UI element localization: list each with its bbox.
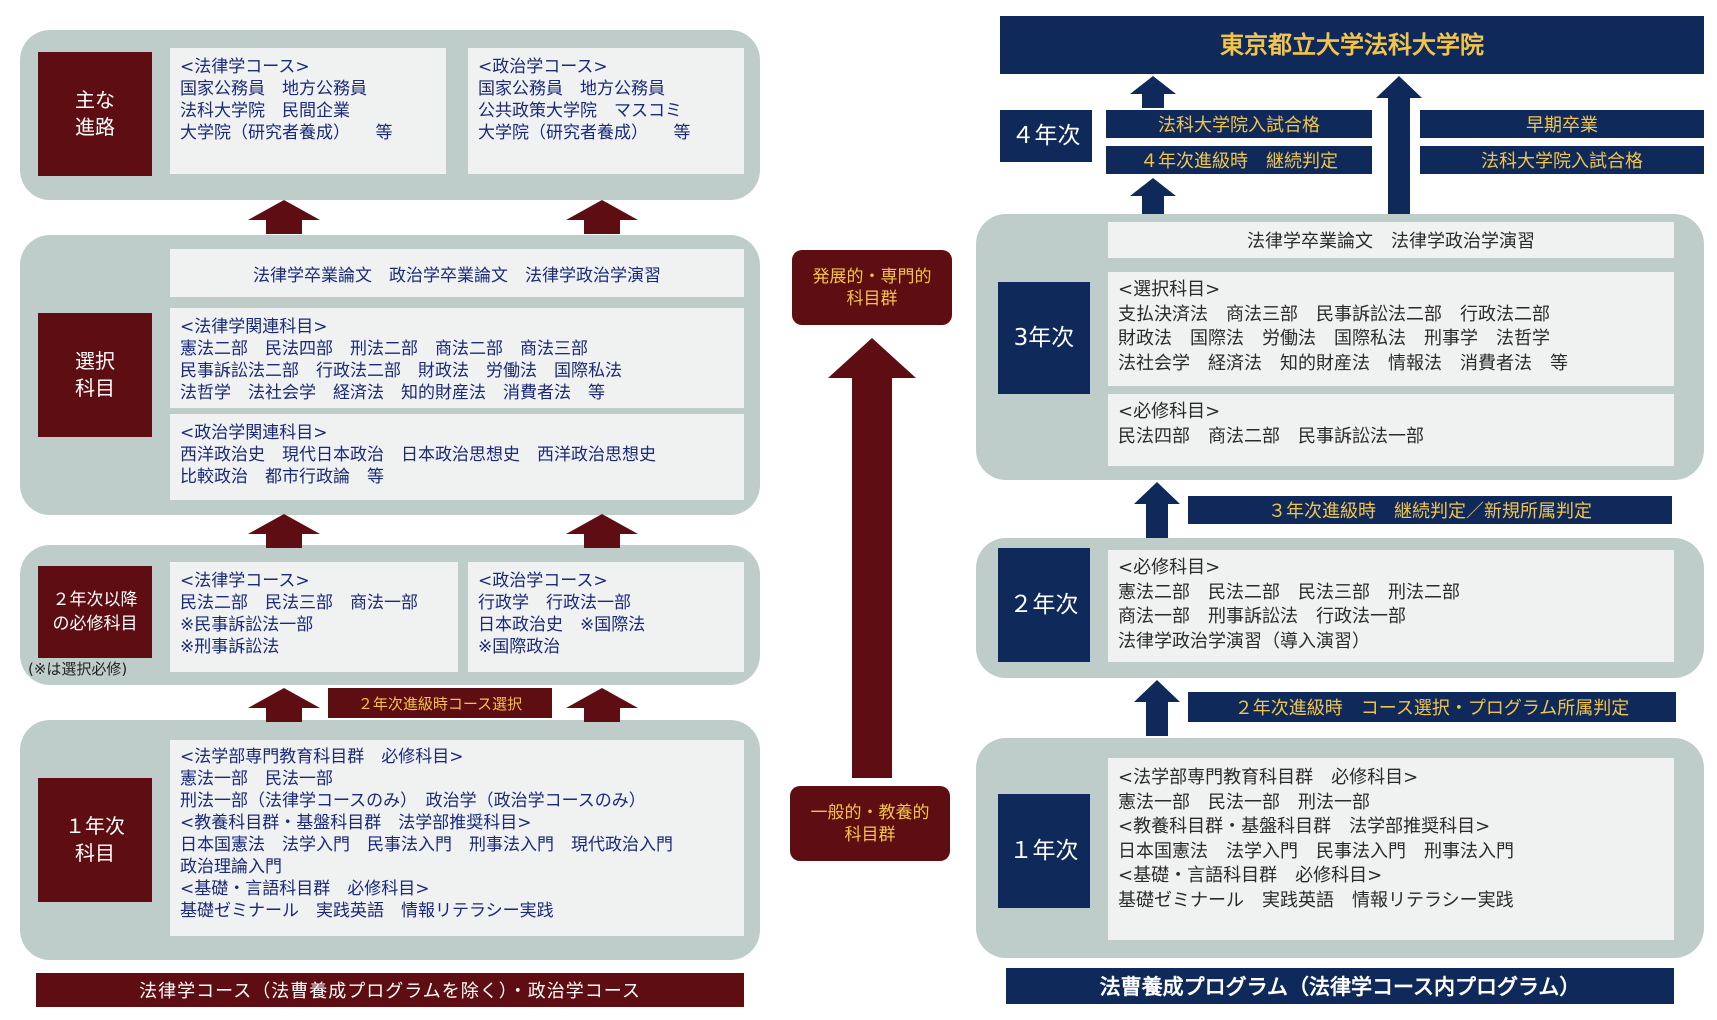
- year2-promotion-banner: ２年次進級時 コース選択・プログラム所属判定: [1188, 692, 1676, 722]
- year3-elective-subjects: <選択科目> 支払決済法 商法三部 民事訴訟法二部 行政法二部 財政法 国際法 …: [1108, 272, 1674, 386]
- year2-required-subjects: <必修科目> 憲法二部 民法二部 民法三部 刑法二部 商法一部 刑事訴訟法 行政…: [1108, 550, 1674, 662]
- year4-label: ４年次: [1000, 110, 1092, 162]
- arrow-up-icon: [1130, 76, 1176, 108]
- large-arrow-up-icon: [828, 338, 916, 778]
- year2-politics-course: <政治学コース> 行政学 行政法一部 日本政治史 ※国際法 ※国際政治: [468, 562, 744, 672]
- arrow-up-icon: [248, 514, 320, 548]
- arrow-up-icon: [1134, 680, 1180, 736]
- law-related-subjects: <法律学関連科目> 憲法二部 民法四部 刑法二部 商法二部 商法三部 民事訴訟法…: [170, 308, 744, 408]
- advanced-subjects-label: 発展的・専門的 科目群: [792, 250, 952, 325]
- year3-required-subjects: <必修科目> 民法四部 商法二部 民事訴訟法一部: [1108, 394, 1674, 466]
- arrow-up-icon: [248, 200, 320, 234]
- arrow-up-icon: [566, 514, 638, 548]
- left-footer: 法律学コース（法曹養成プログラムを除く）・政治学コース: [36, 973, 744, 1007]
- year2-left-label: ２年次以降 の必修科目: [38, 566, 152, 658]
- right-footer: 法曹養成プログラム（法律学コース内プログラム）: [1006, 968, 1674, 1004]
- arrow-up-icon: [248, 688, 320, 722]
- arrow-up-icon: [1130, 178, 1176, 214]
- year2-left-note: (※は選択必修): [28, 660, 128, 678]
- arrow-up-icon: [566, 200, 638, 234]
- year3-thesis-seminar: 法律学卒業論文 法律学政治学演習: [1108, 222, 1674, 258]
- arrow-up-icon: [1376, 76, 1422, 214]
- year1-right-subjects: <法学部専門教育科目群 必修科目> 憲法一部 民法一部 刑法一部 <教養科目群・…: [1108, 758, 1674, 940]
- year1-left-subjects: <法学部専門教育科目群 必修科目> 憲法一部 民法一部 刑法一部（法律学コースの…: [170, 740, 744, 936]
- general-subjects-label: 一般的・教養的 科目群: [790, 786, 950, 861]
- careers-law-course: <法律学コース> 国家公務員 地方公務員 法科大学院 民間企業 大学院（研究者養…: [170, 48, 446, 174]
- law-school-header: 東京都立大学法科大学院: [1000, 16, 1704, 74]
- year4-continuation-banner: ４年次進級時 継続判定: [1106, 146, 1372, 174]
- elective-thesis-seminar: 法律学卒業論文 政治学卒業論文 法律学政治学演習: [170, 249, 744, 297]
- year3-right-label: 3年次: [998, 282, 1090, 394]
- careers-label: 主な 進路: [38, 52, 152, 176]
- year1-left-label: １年次 科目: [38, 778, 152, 902]
- year2-right-label: ２年次: [998, 548, 1090, 662]
- year4-pass-banner: 法科大学院入試合格: [1106, 110, 1372, 138]
- careers-politics-course: <政治学コース> 国家公務員 地方公務員 公共政策大学院 マスコミ 大学院（研究…: [468, 48, 744, 174]
- arrow-up-icon: [566, 688, 638, 722]
- elective-label: 選択 科目: [38, 313, 152, 437]
- politics-related-subjects: <政治学関連科目> 西洋政治史 現代日本政治 日本政治思想史 西洋政治思想史 比…: [170, 414, 744, 500]
- arrow-up-icon: [1134, 482, 1180, 538]
- course-selection-banner: ２年次進級時コース選択: [328, 688, 552, 718]
- year1-right-label: １年次: [998, 794, 1090, 908]
- early-graduation-banner: 早期卒業: [1420, 110, 1704, 138]
- year3-promotion-banner: ３年次進級時 継続判定／新規所属判定: [1188, 496, 1672, 524]
- early-grad-pass-banner: 法科大学院入試合格: [1420, 146, 1704, 174]
- year2-law-course: <法律学コース> 民法二部 民法三部 商法一部 ※民事訴訟法一部 ※刑事訴訟法: [170, 562, 458, 672]
